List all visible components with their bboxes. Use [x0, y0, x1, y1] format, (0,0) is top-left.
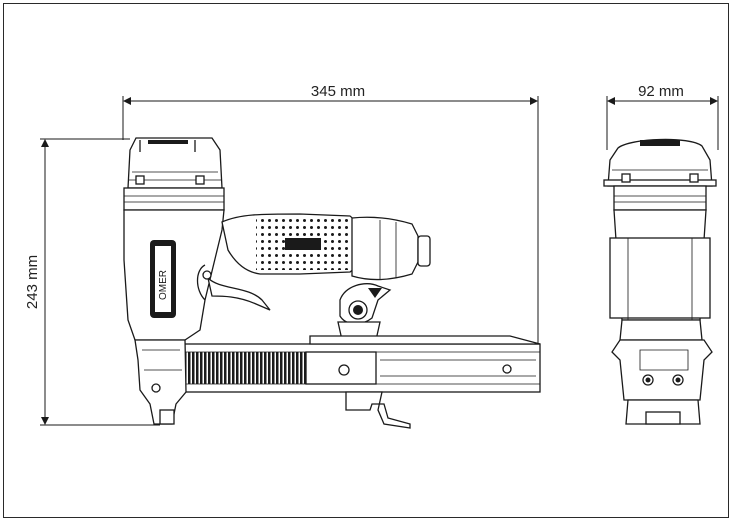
svg-text:OMER: OMER [158, 270, 169, 300]
height-dimension: 243 mm [24, 138, 160, 426]
length-dimension: 345 mm [122, 83, 539, 345]
width-label: 92 mm [638, 83, 684, 100]
height-label: 243 mm [24, 255, 41, 309]
width-dimension: 92 mm [606, 83, 719, 150]
front-view [603, 138, 717, 425]
length-label: 345 mm [311, 83, 365, 100]
side-view: OMER [123, 137, 541, 429]
